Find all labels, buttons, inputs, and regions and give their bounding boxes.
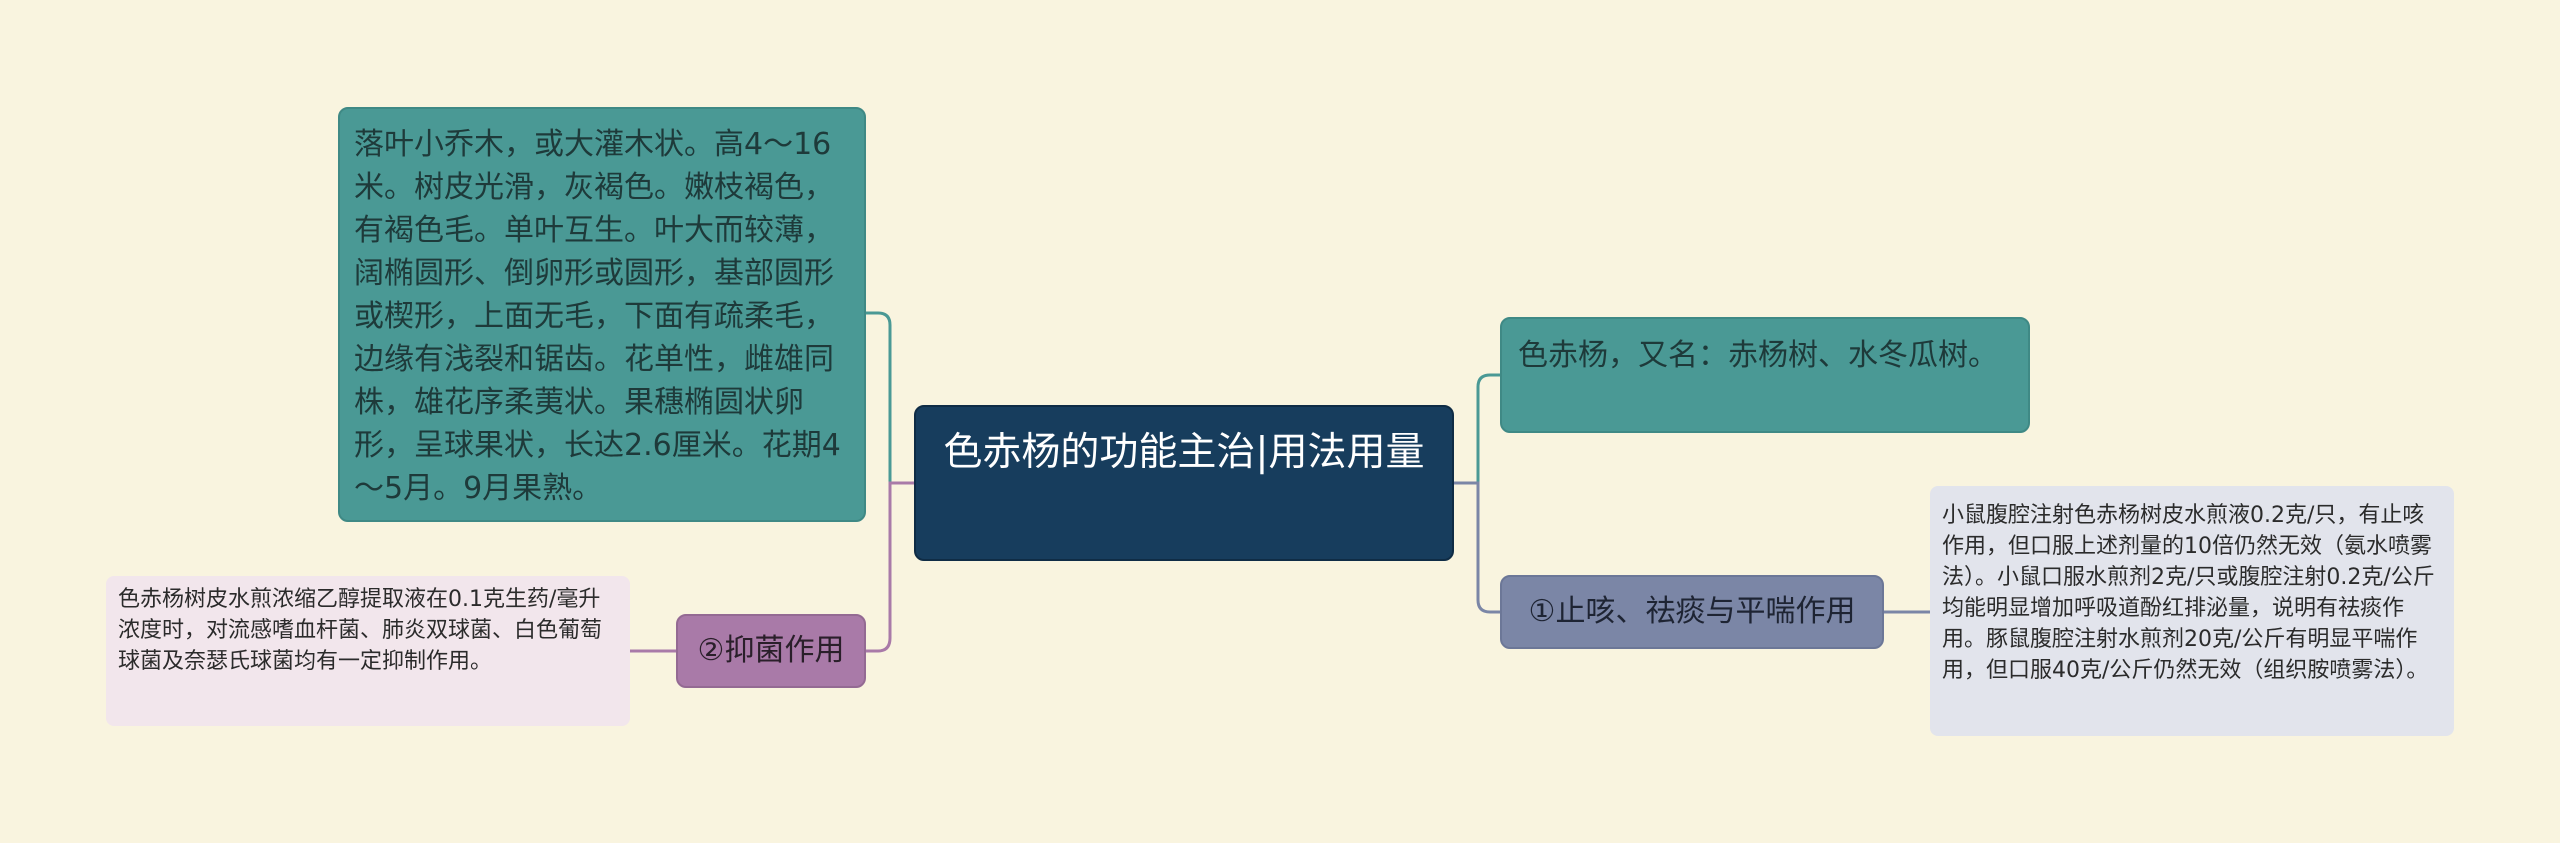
connector-root-alias: [1454, 373, 1500, 485]
alias-node[interactable]: 色赤杨，又名：赤杨树、水冬瓜树。: [1500, 317, 2030, 433]
antitussive-detail-text: 小鼠腹腔注射色赤杨树皮水煎液0.2克/只，有止咳作用，但口服上述剂量的10倍仍然…: [1942, 503, 2435, 683]
connector-root-antibacterial: [866, 481, 914, 653]
antibacterial-label: ②抑菌作用: [697, 633, 845, 668]
antibacterial-detail-text: 色赤杨树皮水煎浓缩乙醇提取液在0.1克生药/毫升浓度时，对流感嗜血杆菌、肺炎双球…: [118, 587, 603, 674]
antitussive-detail-node[interactable]: 小鼠腹腔注射色赤杨树皮水煎液0.2克/只，有止咳作用，但口服上述剂量的10倍仍然…: [1930, 486, 2454, 736]
description-text: 落叶小乔木，或大灌木状。高4～16米。树皮光滑，灰褐色。嫩枝褐色，有褐色毛。单叶…: [354, 127, 841, 506]
antitussive-branch[interactable]: ①止咳、祛痰与平喘作用: [1500, 575, 1884, 649]
root-topic[interactable]: 色赤杨的功能主治|用法用量: [914, 405, 1454, 561]
connector-root-description: [866, 311, 914, 485]
alias-text: 色赤杨，又名：赤杨树、水冬瓜树。: [1518, 338, 1998, 373]
description-node[interactable]: 落叶小乔木，或大灌木状。高4～16米。树皮光滑，灰褐色。嫩枝褐色，有褐色毛。单叶…: [338, 107, 866, 522]
root-topic-label: 色赤杨的功能主治|用法用量: [943, 430, 1425, 475]
antibacterial-detail-node[interactable]: 色赤杨树皮水煎浓缩乙醇提取液在0.1克生药/毫升浓度时，对流感嗜血杆菌、肺炎双球…: [106, 576, 630, 726]
antitussive-label: ①止咳、祛痰与平喘作用: [1528, 594, 1856, 629]
connector-root-antitussive: [1454, 481, 1500, 614]
antibacterial-branch[interactable]: ②抑菌作用: [676, 614, 866, 688]
